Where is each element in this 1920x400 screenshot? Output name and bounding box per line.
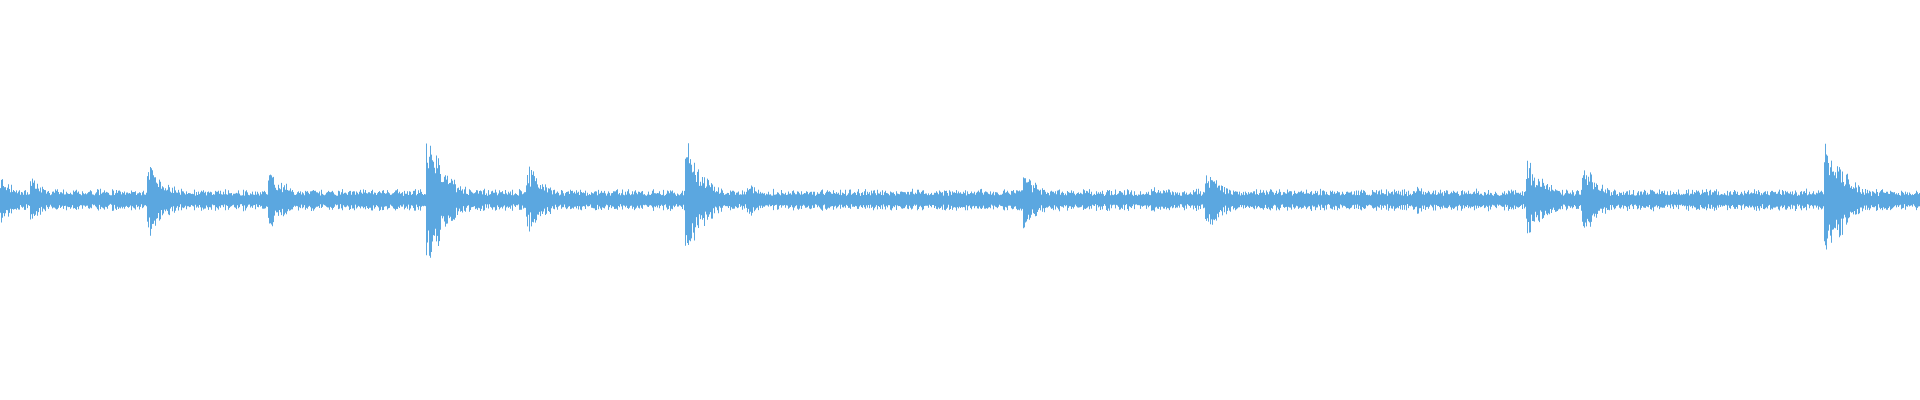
waveform-bars [0,143,1920,258]
